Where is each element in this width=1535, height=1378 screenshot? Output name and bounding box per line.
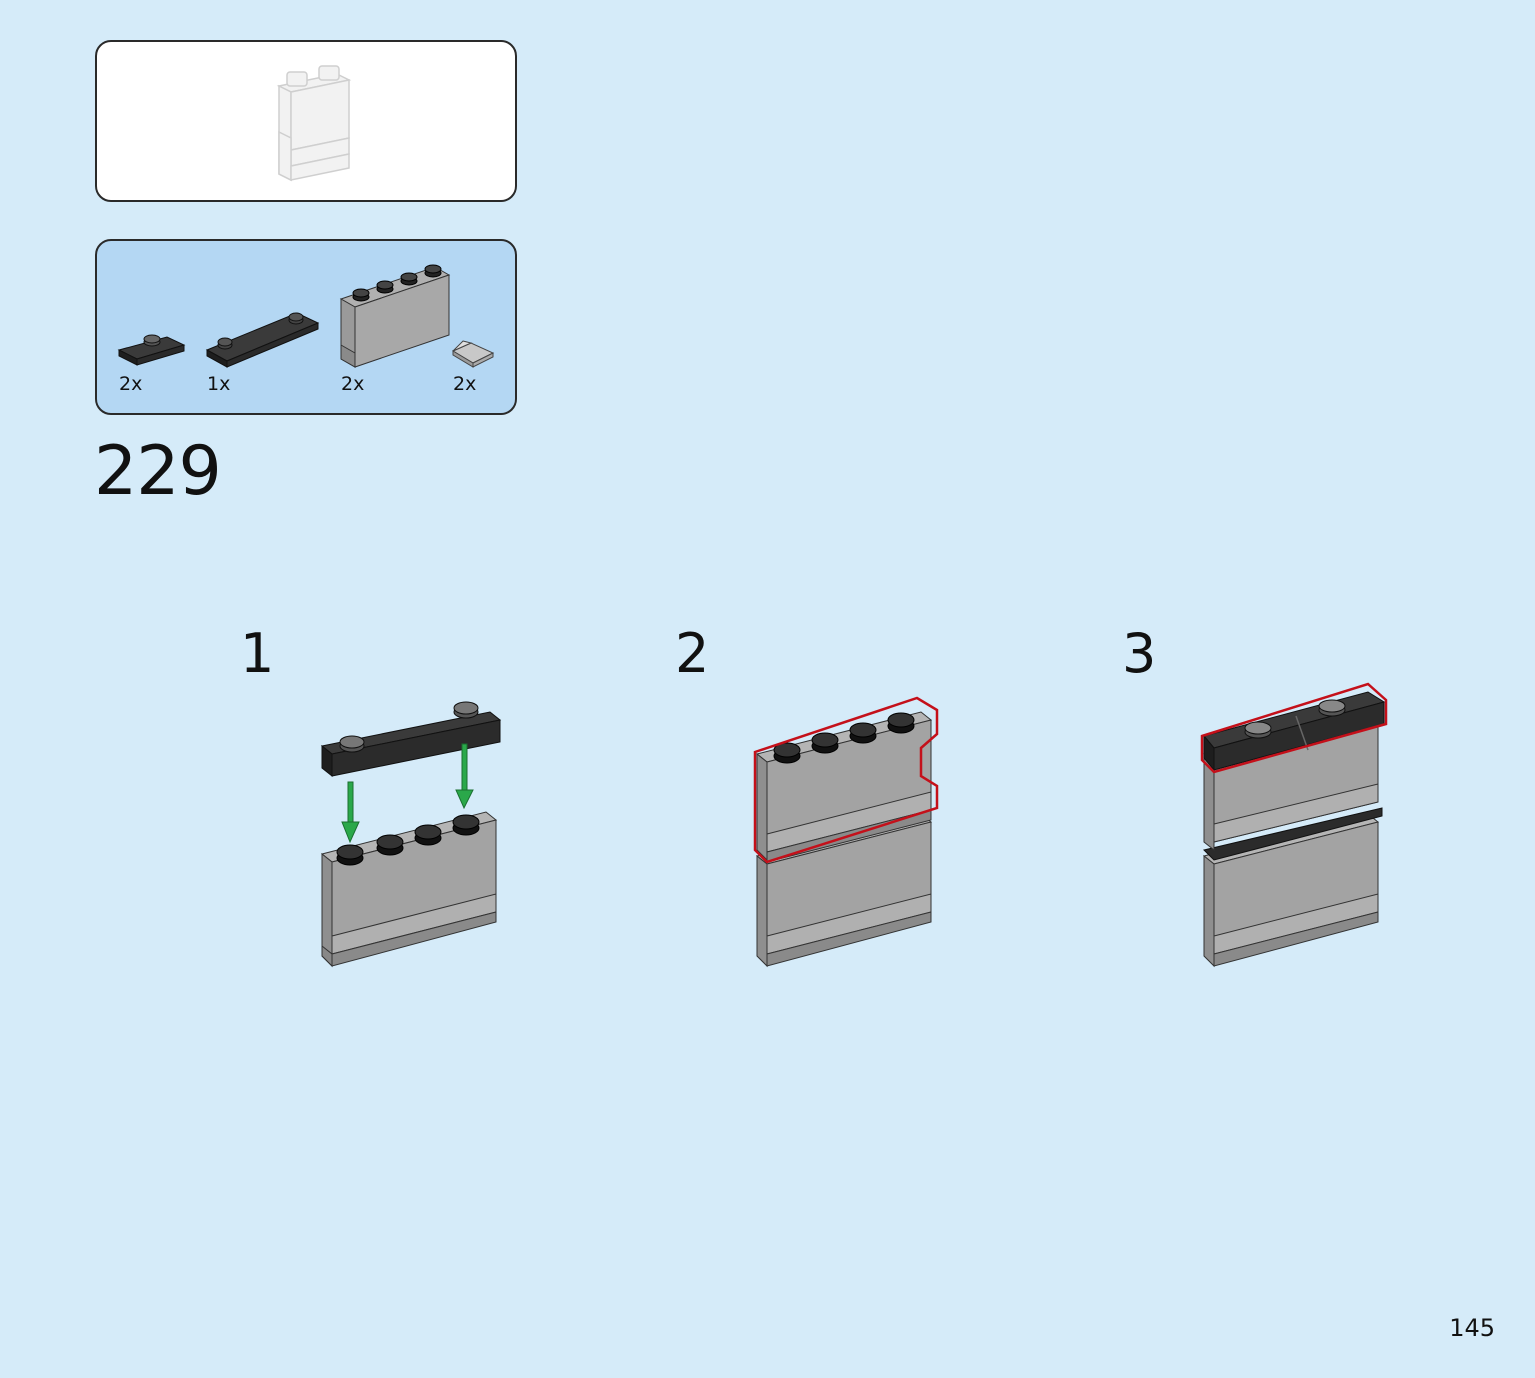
step-number: 229 bbox=[94, 432, 222, 511]
substep-2-label: 2 bbox=[675, 622, 710, 685]
jumper-plate-part bbox=[117, 334, 186, 366]
substep-1-illustration bbox=[320, 701, 502, 968]
highlight-outline bbox=[753, 696, 939, 864]
part-count: 2x bbox=[453, 373, 477, 395]
panel-part bbox=[339, 264, 451, 368]
submodel-preview-panel bbox=[95, 40, 517, 202]
parts-list-panel: 2x 1x 2x 2x bbox=[95, 239, 517, 415]
substep-3-illustration bbox=[1200, 682, 1388, 968]
highlight-outline bbox=[1200, 682, 1388, 774]
substep-2-illustration bbox=[753, 696, 939, 968]
part-count: 2x bbox=[119, 373, 143, 395]
part-count: 2x bbox=[341, 373, 365, 395]
submodel-preview-image bbox=[276, 65, 352, 182]
substep-1-label: 1 bbox=[240, 622, 275, 685]
down-arrow-icon bbox=[341, 743, 474, 844]
slope-part bbox=[451, 340, 495, 368]
plate-1x4-part bbox=[205, 312, 320, 368]
parts-illustrations bbox=[117, 264, 495, 368]
part-count: 1x bbox=[207, 373, 231, 395]
page-number: 145 bbox=[1449, 1314, 1495, 1342]
substep-3-label: 3 bbox=[1122, 622, 1157, 685]
